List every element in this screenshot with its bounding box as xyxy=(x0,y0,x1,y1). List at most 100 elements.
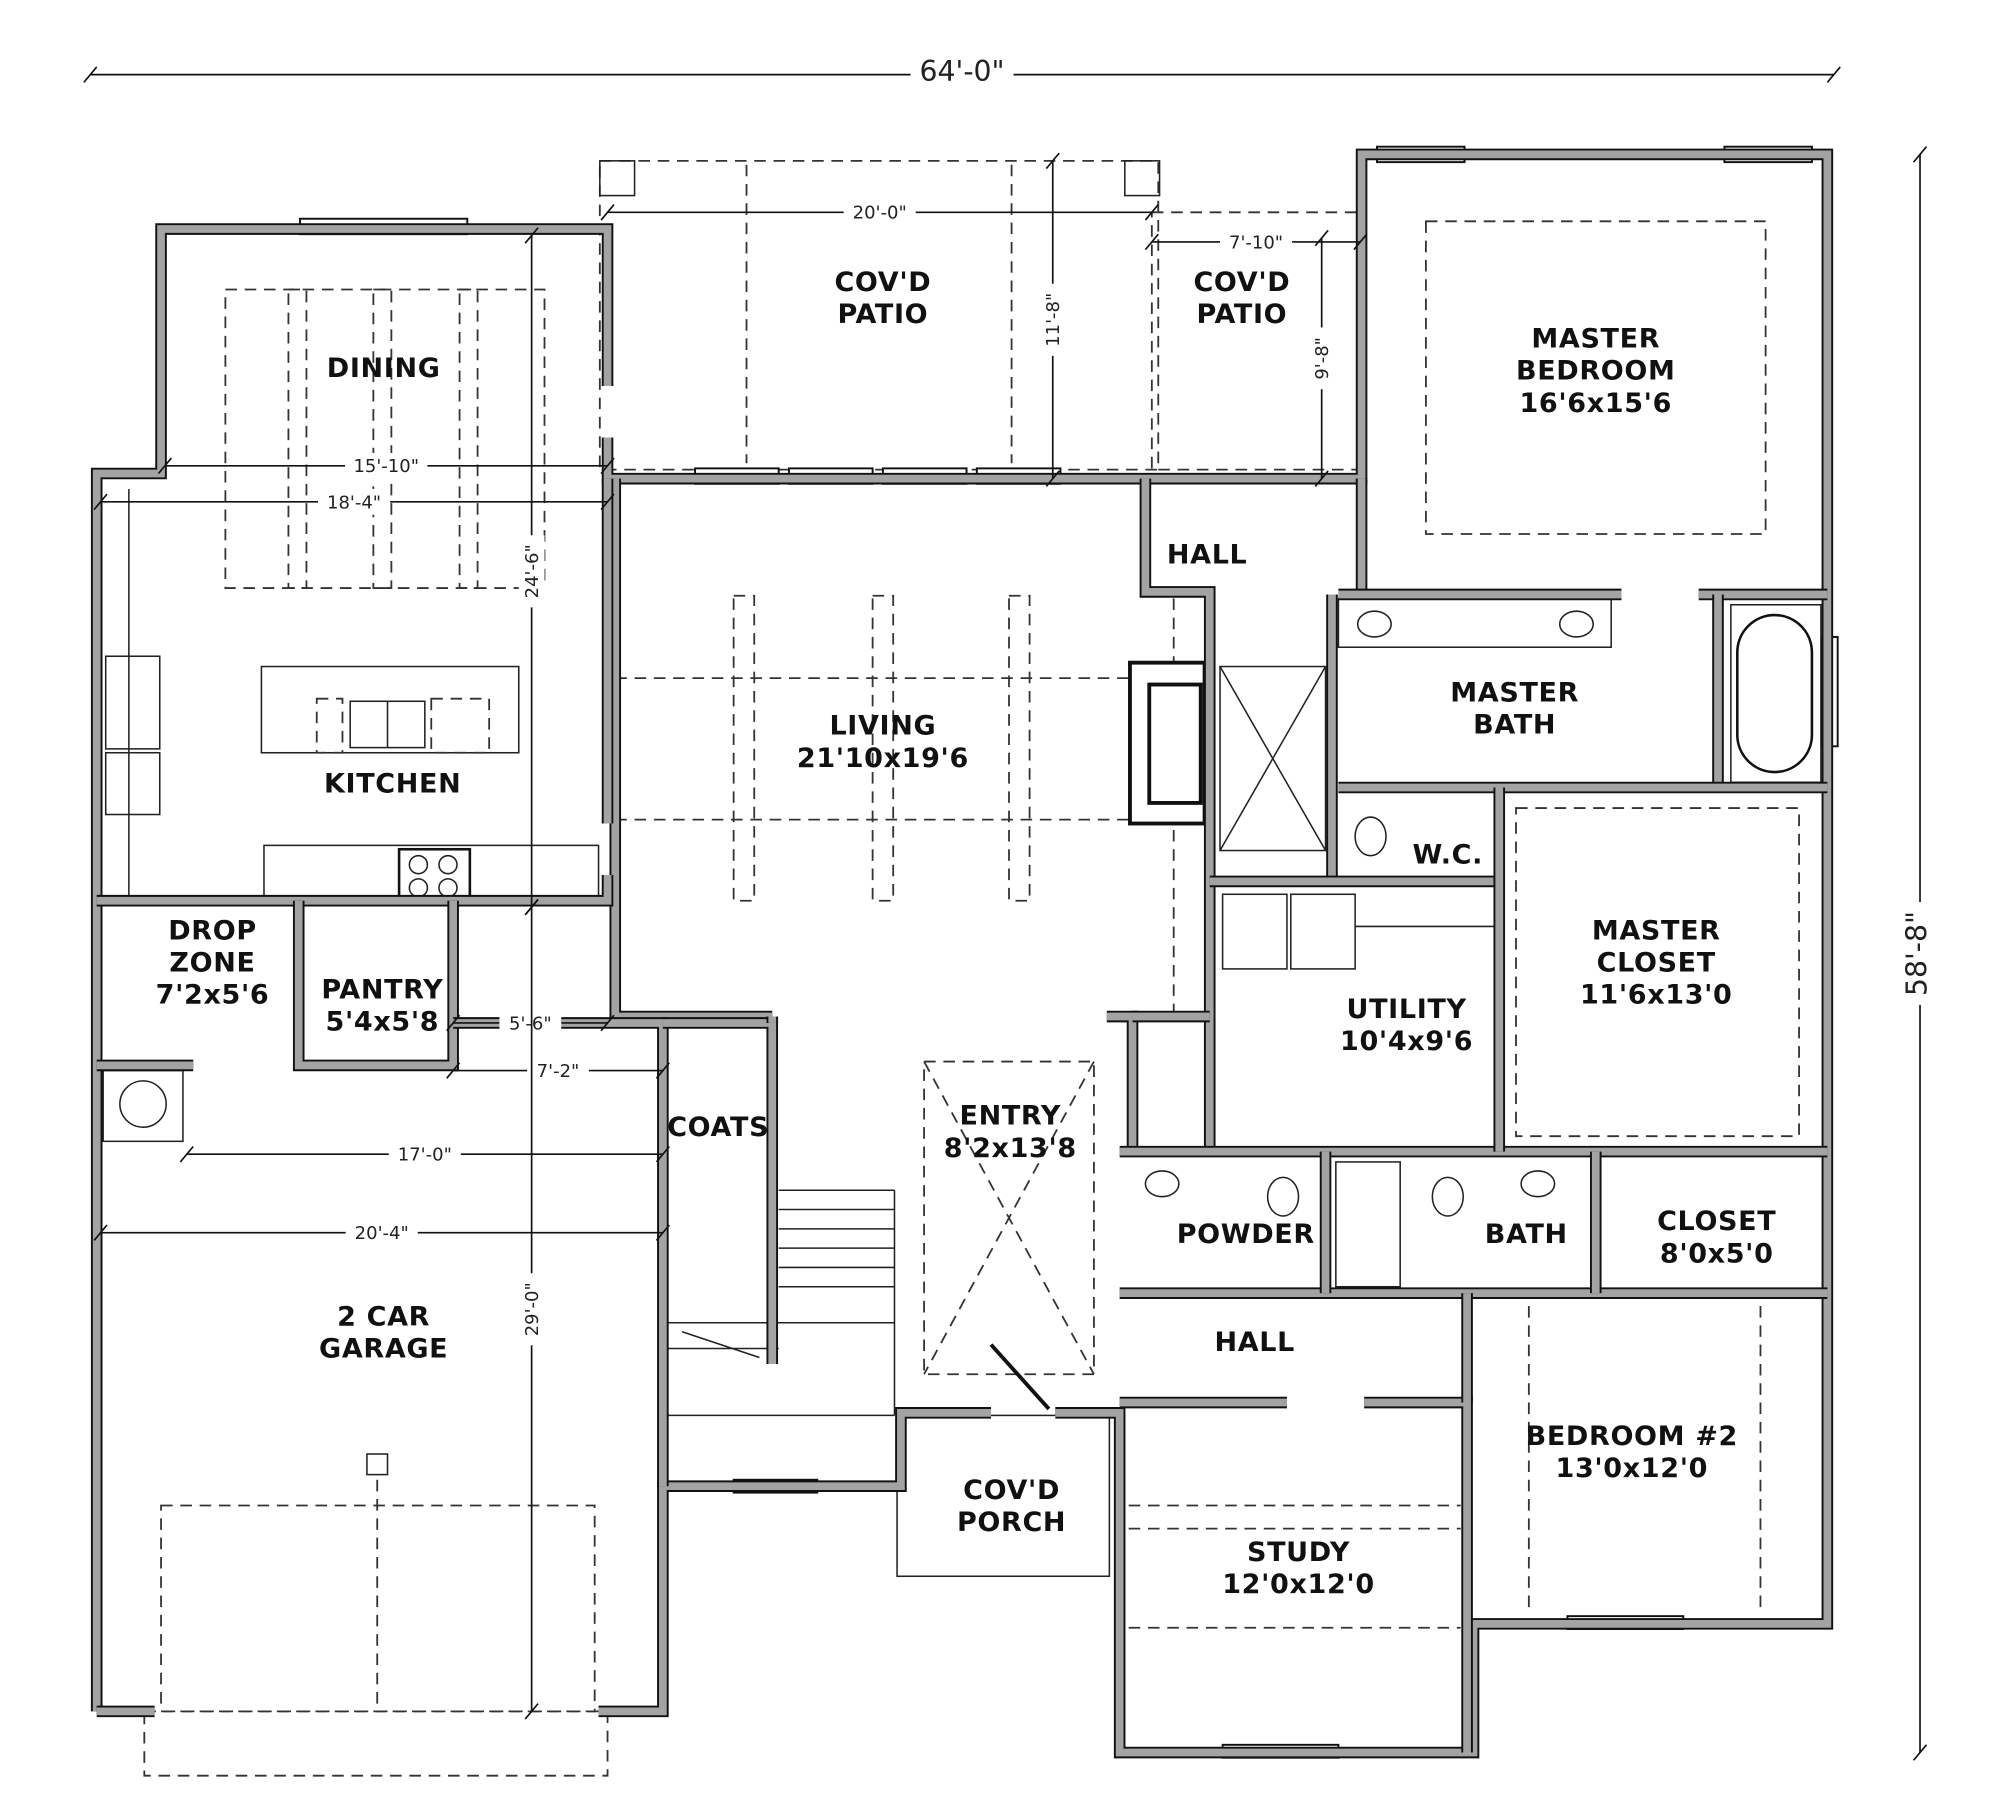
dimension-tick xyxy=(655,1062,670,1079)
fireplace xyxy=(1128,660,1207,826)
overall-width-dimension: 64'-0" xyxy=(920,55,1005,88)
toilet-icon xyxy=(1266,1176,1300,1217)
dryer xyxy=(1290,893,1356,970)
drop-zone-label: DROP xyxy=(168,915,257,946)
vanity xyxy=(1337,597,1612,649)
wc-label: W.C. xyxy=(1413,839,1484,870)
kitchen-depth-dimension: 24'-6" xyxy=(522,544,543,598)
closet-shelving xyxy=(1515,807,1800,1138)
dimension-tick xyxy=(1144,204,1159,221)
column xyxy=(599,160,636,197)
shower xyxy=(1219,665,1327,852)
covd-porch-label: PORCH xyxy=(957,1507,1066,1538)
master-bath-label: MASTER xyxy=(1450,677,1579,708)
garage-depth-dimension: 29'-0" xyxy=(522,1282,543,1336)
dimension-label-bg xyxy=(527,1057,589,1084)
shower-x xyxy=(1219,666,1327,851)
beam xyxy=(1008,594,1031,902)
wall xyxy=(294,900,457,1070)
master-bath-label: BATH xyxy=(1473,709,1556,740)
garage-inner-width-dimension: 17'-0" xyxy=(398,1145,452,1166)
stool xyxy=(315,697,344,754)
burner xyxy=(438,854,458,875)
wall-outline xyxy=(609,478,773,1023)
dimension-tick xyxy=(1045,152,1060,170)
powder-label: POWDER xyxy=(1177,1219,1315,1250)
firebox xyxy=(1147,682,1203,805)
toilet-icon xyxy=(1354,816,1387,857)
wall xyxy=(1364,1398,1471,1753)
dimension-tick xyxy=(600,204,615,221)
dimension-label-bg xyxy=(499,1010,562,1036)
opener xyxy=(366,1453,389,1476)
kitchen-width-dimension: 18'-4" xyxy=(327,492,381,513)
dimension-label-bg xyxy=(1220,229,1293,255)
closet-label: 8'0x5'0 xyxy=(1660,1238,1774,1269)
wall-outline xyxy=(662,1017,779,1364)
dimension-tick xyxy=(93,493,108,511)
sink-icon xyxy=(1356,610,1392,638)
oven xyxy=(104,751,161,816)
dimension-tick xyxy=(1045,470,1060,487)
porch-outline xyxy=(896,1414,1111,1578)
dimension-lines: 64'-0"58'-8"20'-0"7'-10"11'-8"9'-8"15'-1… xyxy=(83,55,1933,1761)
dimension-tick xyxy=(1353,233,1368,251)
coats-label: COATS xyxy=(667,1112,769,1143)
dimension-tick xyxy=(600,457,615,475)
dining-width-dimension: 15'-10" xyxy=(353,456,419,477)
kitchen-label: KITCHEN xyxy=(324,769,461,800)
dimension-tick xyxy=(446,1062,461,1079)
side-patio-depth-dimension: 9'-8" xyxy=(1312,337,1333,380)
pantry-label: 5'4x5'8 xyxy=(326,1007,440,1038)
dimension-tick xyxy=(655,1224,670,1241)
dimension-tick xyxy=(1144,233,1159,251)
entry-ceiling-outline xyxy=(923,1060,1095,1376)
dimension-label-bg xyxy=(345,1219,418,1246)
wall xyxy=(662,1019,777,1364)
dimension-tick xyxy=(1912,146,1928,163)
washer xyxy=(1221,893,1288,970)
wall xyxy=(611,478,773,1021)
refrigerator xyxy=(104,655,161,750)
dimension-tick xyxy=(1314,229,1329,247)
covd-patio-main-label: COV'D xyxy=(834,267,931,298)
dimension-tick xyxy=(600,1014,615,1032)
wall xyxy=(1141,478,1214,1152)
pantry-label: PANTRY xyxy=(321,975,443,1006)
dimension-tick xyxy=(524,227,539,244)
master-bedroom-label: MASTER xyxy=(1531,323,1660,354)
covd-patio-main-label: PATIO xyxy=(838,299,929,330)
drop-zone-label: 7'2x5'6 xyxy=(156,980,270,1011)
bedroom-2-label: 13'0x12'0 xyxy=(1556,1453,1709,1484)
garage-width-dimension: 20'-4" xyxy=(355,1223,409,1244)
beam xyxy=(287,288,308,589)
master-closet-label: 11'6x13'0 xyxy=(1580,980,1733,1011)
covd-patio-side-label: COV'D xyxy=(1193,267,1290,298)
entry-label: ENTRY xyxy=(959,1101,1061,1132)
stairs xyxy=(662,1189,896,1417)
dimension-tick xyxy=(446,1014,461,1032)
room-labels: DININGCOV'DPATIOCOV'DPATIOMASTERBEDROOM1… xyxy=(156,267,1776,1600)
beam xyxy=(458,288,479,589)
dimension-tick xyxy=(83,66,98,83)
wall xyxy=(453,1019,667,1487)
wall xyxy=(92,225,612,1712)
bedroom-2-label: BEDROOM #2 xyxy=(1526,1421,1738,1452)
dimension-tick xyxy=(1314,470,1329,487)
wall-outline xyxy=(1364,1396,1473,1753)
dimension-label-bg xyxy=(910,61,1014,88)
dimension-label-bg xyxy=(388,1141,461,1168)
wall xyxy=(96,874,612,905)
entry-ceiling-x xyxy=(923,1061,1095,1375)
bathtub xyxy=(1335,1161,1401,1288)
mud-dim-dimension: 7'-2" xyxy=(537,1061,580,1082)
entry-label: 8'2x13'8 xyxy=(944,1133,1077,1164)
walls xyxy=(90,148,1834,1759)
dimension-tick xyxy=(1912,1744,1928,1761)
hall-lower-label: HALL xyxy=(1215,1327,1296,1358)
living-label: 21'10x19'6 xyxy=(797,743,969,774)
dimension-label-bg xyxy=(1039,283,1066,356)
dimension-tick xyxy=(1826,66,1841,83)
toilet-icon xyxy=(1431,1176,1464,1217)
